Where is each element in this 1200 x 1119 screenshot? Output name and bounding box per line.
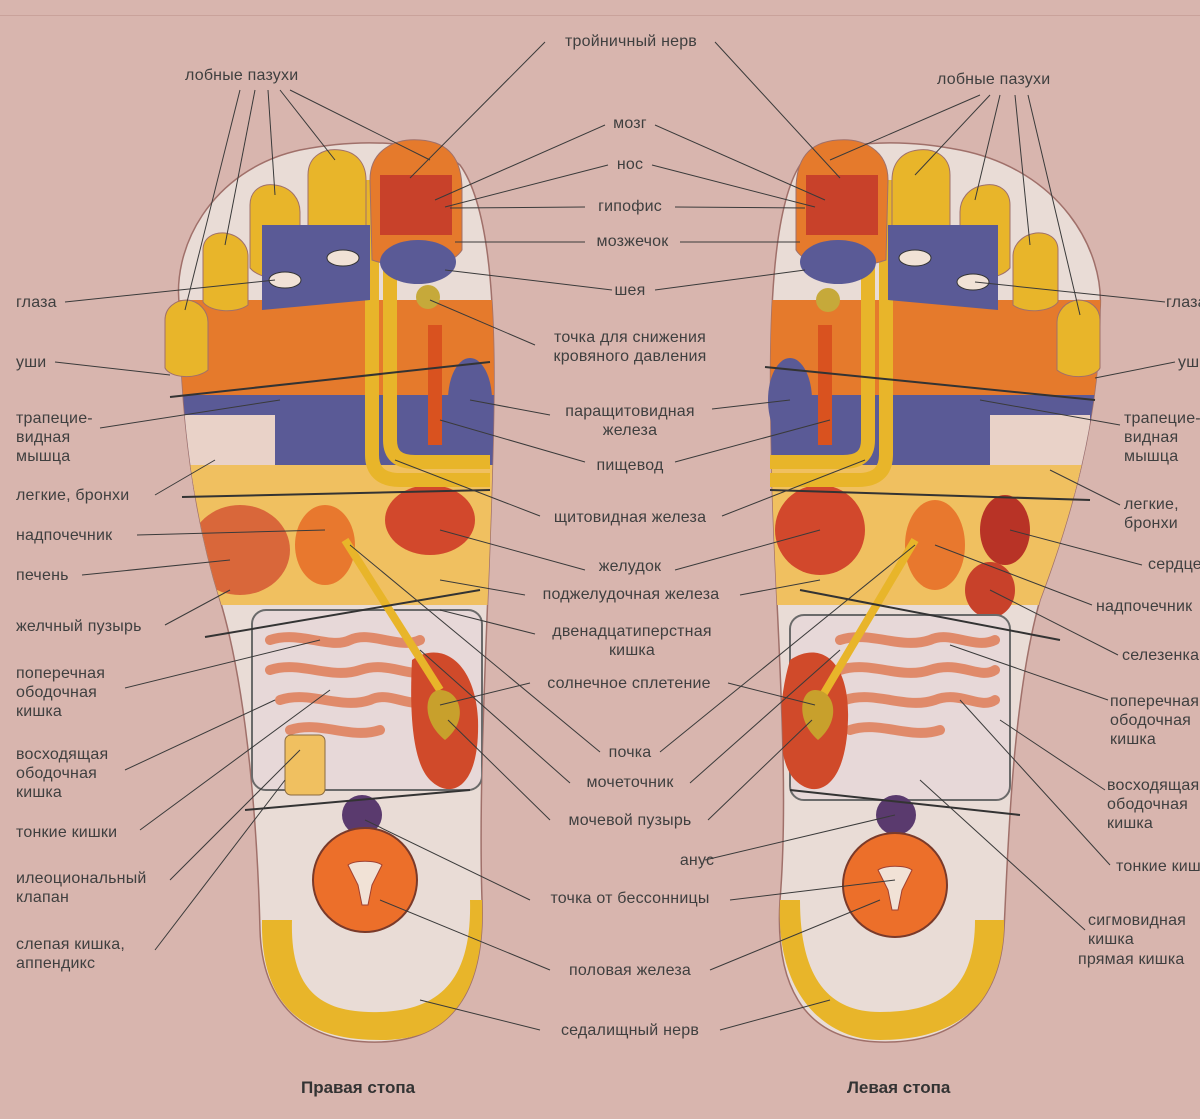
label-left-sigmoid: сигмовидная кишка — [1088, 911, 1186, 949]
label-right-adrenal: надпочечник — [16, 526, 112, 545]
right-ileocecal-organ — [285, 735, 325, 795]
left-cerebellum — [800, 240, 876, 284]
label-left-trapezius: трапецие- видная мышца — [1124, 409, 1200, 466]
label-anus: анус — [672, 851, 722, 870]
label-cerebellum: мозжечок — [585, 232, 680, 251]
left-esophagus — [818, 325, 832, 445]
left-bp-point — [816, 288, 840, 312]
label-right-lungs: легкие, бронхи — [16, 486, 129, 505]
right-liver-organ — [190, 505, 290, 595]
right-eye-2 — [327, 250, 359, 266]
left-foot — [760, 140, 1120, 1042]
label-bladder: мочевой пузырь — [550, 811, 710, 830]
right-toe-5 — [165, 300, 208, 377]
right-esophagus — [428, 325, 442, 445]
left-heart-organ — [980, 495, 1030, 565]
label-left-rectum: прямая кишка — [1078, 950, 1184, 969]
right-bp-point — [416, 285, 440, 309]
label-pancreas: поджелудочная железа — [522, 585, 740, 604]
label-right-ascending-colon: восходящая ободочная кишка — [16, 745, 108, 802]
right-foot — [160, 140, 500, 1042]
label-left-lungs: легкие, бронхи — [1124, 495, 1179, 533]
right-upper-orange-zone — [160, 300, 500, 400]
right-brain-zone — [380, 175, 452, 235]
label-left-adrenal: надпочечник — [1096, 597, 1192, 616]
label-left-eyes: глаза — [1166, 293, 1200, 312]
label-neck: шея — [608, 281, 652, 300]
label-nose: нос — [608, 155, 652, 174]
right-cerebellum — [380, 240, 456, 284]
label-gonad: половая железа — [550, 961, 710, 980]
label-left-heart: сердце — [1148, 555, 1200, 574]
label-brain: мозг — [605, 114, 655, 133]
label-ureter: мочеточник — [570, 773, 690, 792]
label-right-ears: уши — [16, 353, 46, 372]
label-parathyroid: паращитовидная железа — [548, 402, 712, 440]
label-stomach: желудок — [585, 557, 675, 576]
right-stomach-organ — [385, 485, 475, 555]
label-left-ears: уши — [1178, 353, 1200, 372]
label-left-small-intestine: тонкие кишки — [1116, 857, 1200, 876]
left-brain-zone — [806, 175, 878, 235]
left-toe-5 — [1057, 300, 1100, 377]
left-toe-4 — [1013, 233, 1058, 311]
label-kidney: почка — [600, 743, 660, 762]
label-pituitary: гипофис — [585, 197, 675, 216]
label-left-sinuses: лобные пазухи — [937, 70, 1050, 89]
label-right-liver: печень — [16, 566, 69, 585]
label-duodenum: двенадцатиперстная кишка — [533, 622, 731, 660]
caption-left-foot: Левая стопа — [847, 1078, 950, 1098]
caption-right-foot: Правая стопа — [301, 1078, 415, 1098]
label-solar-plexus: солнечное сплетение — [528, 674, 730, 693]
label-left-transverse-colon: поперечная ободочная кишка — [1110, 692, 1199, 749]
label-right-sinuses: лобные пазухи — [185, 66, 298, 85]
label-insomnia-point: точка от бессонницы — [528, 889, 732, 908]
label-left-descending-colon: восходящая ободочная кишка — [1107, 776, 1199, 833]
label-right-gallbladder: желчный пузырь — [16, 617, 142, 636]
label-bp-point: точка для снижения кровяного давления — [530, 328, 730, 366]
label-right-trapezius: трапецие- видная мышца — [16, 409, 93, 466]
label-right-ileocecal-valve: илеоциональный клапан — [16, 869, 147, 907]
label-esophagus: пищевод — [585, 456, 675, 475]
label-thyroid: щитовидная железа — [538, 508, 722, 527]
left-eye-band — [888, 225, 998, 310]
label-right-small-intestine: тонкие кишки — [16, 823, 117, 842]
left-eye — [899, 250, 931, 266]
label-right-transverse-colon: поперечная ободочная кишка — [16, 664, 105, 721]
label-left-spleen: селезенка — [1122, 646, 1199, 665]
label-right-cecum-appendix: слепая кишка, аппендикс — [16, 935, 125, 973]
label-trigeminal-nerve: тройничный нерв — [548, 32, 714, 51]
left-eye-2 — [957, 274, 989, 290]
label-sciatic-nerve: седалищный нерв — [540, 1021, 720, 1040]
right-eye-band — [262, 225, 370, 310]
label-right-eyes: глаза — [16, 293, 57, 312]
